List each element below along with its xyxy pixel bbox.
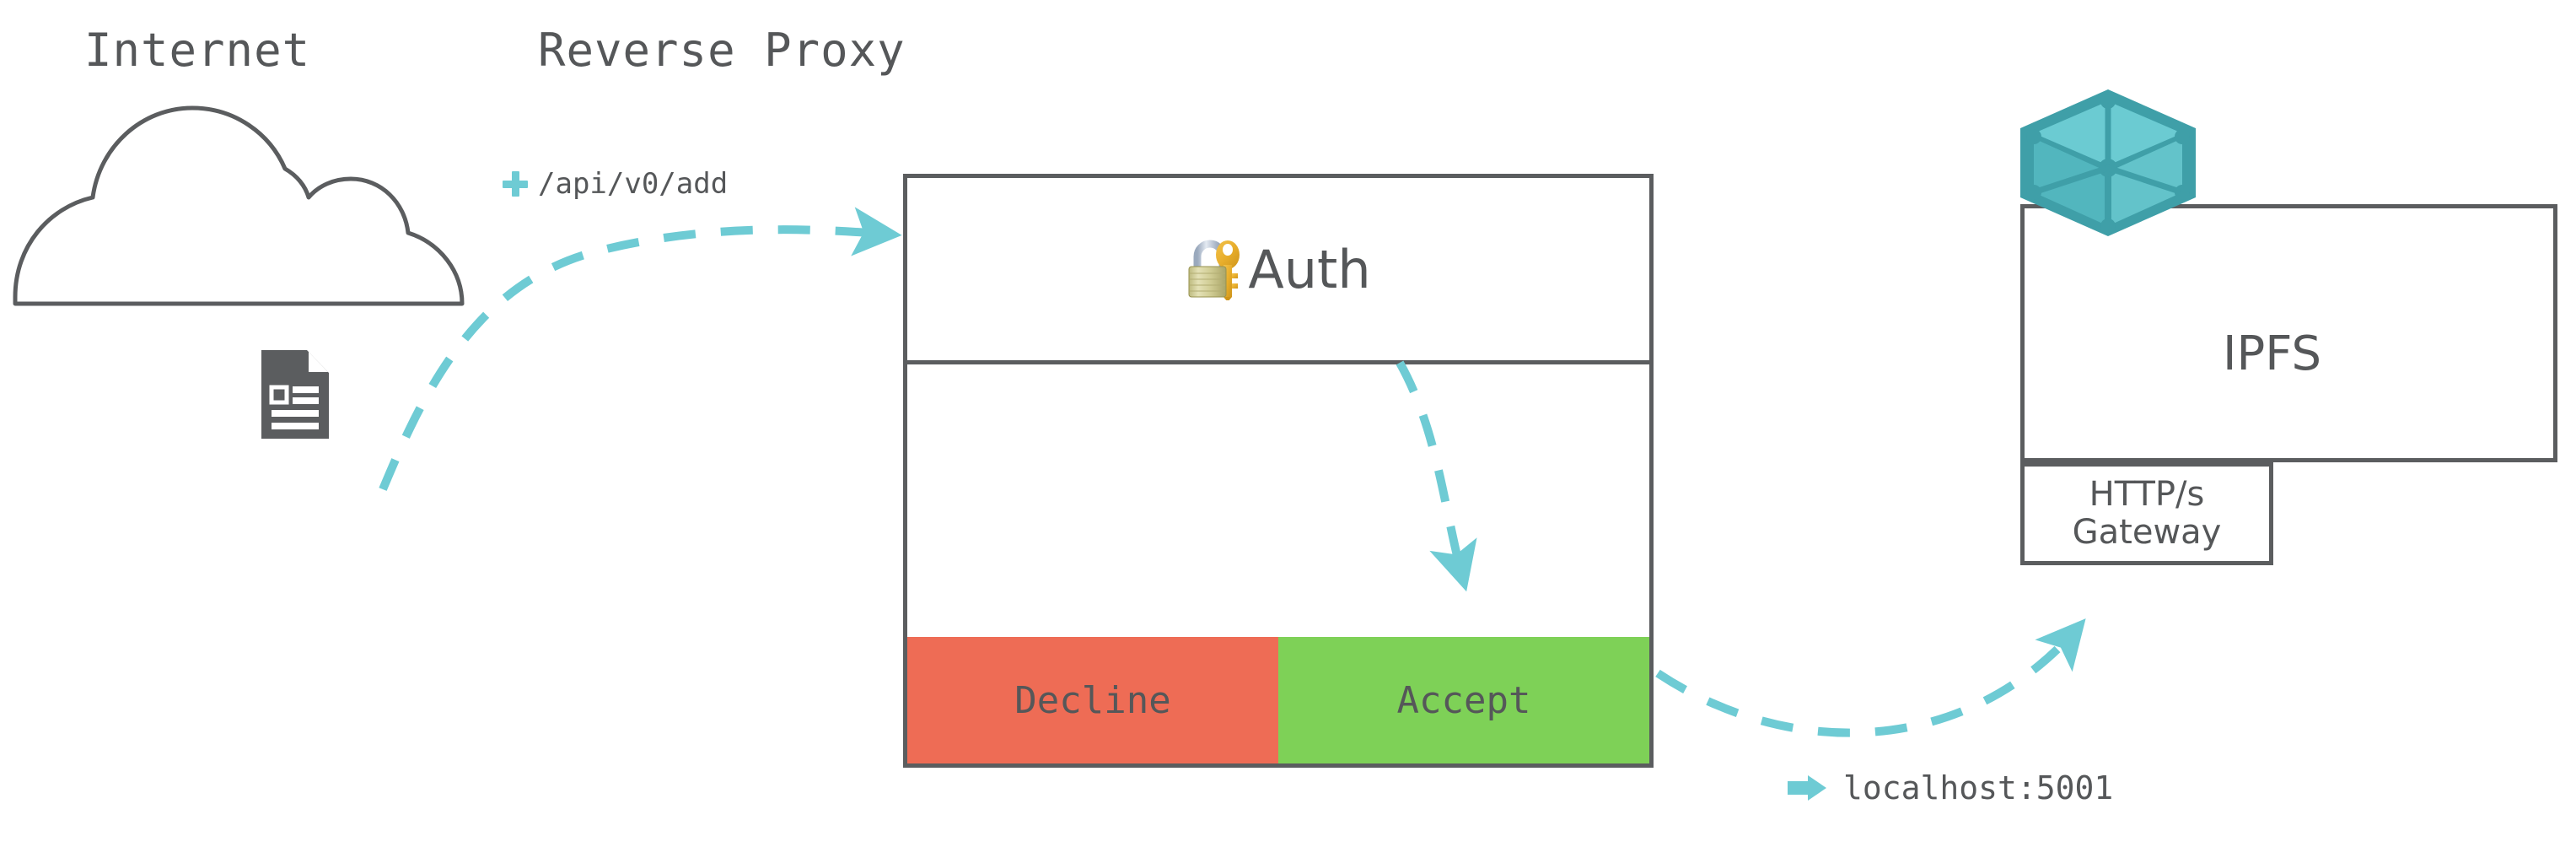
auth-label: Auth — [1248, 238, 1371, 300]
closed-lock-with-key-icon — [1188, 240, 1240, 300]
api-endpoint-label: /api/v0/add — [503, 167, 728, 201]
connector-cloud-to-auth — [379, 207, 902, 491]
ipfs-box: IPFS — [2020, 204, 2557, 462]
decision-row: Decline Accept — [907, 637, 1649, 763]
decline-cell[interactable]: Decline — [907, 637, 1278, 763]
ipfs-label: IPFS — [2222, 326, 2322, 381]
localhost-endpoint-text: localhost:5001 — [1843, 769, 2114, 807]
arrow-right-icon — [1788, 775, 1826, 801]
internet-section-title: Internet — [84, 24, 311, 77]
cloud-shape — [13, 105, 465, 306]
localhost-endpoint-label: localhost:5001 — [1788, 769, 2113, 807]
proxy-middle-row — [907, 364, 1649, 641]
reverse-proxy-section-title: Reverse Proxy — [538, 24, 906, 77]
auth-row: Auth — [907, 178, 1649, 364]
gateway-label-line2: Gateway — [2072, 513, 2222, 552]
document-icon — [261, 350, 329, 439]
plus-icon — [503, 171, 528, 197]
api-endpoint-text: /api/v0/add — [538, 167, 729, 201]
reverse-proxy-box: Auth Decline Accept — [903, 174, 1654, 768]
gateway-label-line1: HTTP/s — [2089, 475, 2205, 515]
accept-cell[interactable]: Accept — [1278, 637, 1649, 763]
ipfs-cube-icon — [2020, 89, 2196, 236]
http-gateway-box: HTTP/s Gateway — [2020, 462, 2273, 565]
connector-accept-to-gateway — [1655, 618, 2086, 737]
auth-row-content: Auth — [1186, 238, 1371, 300]
